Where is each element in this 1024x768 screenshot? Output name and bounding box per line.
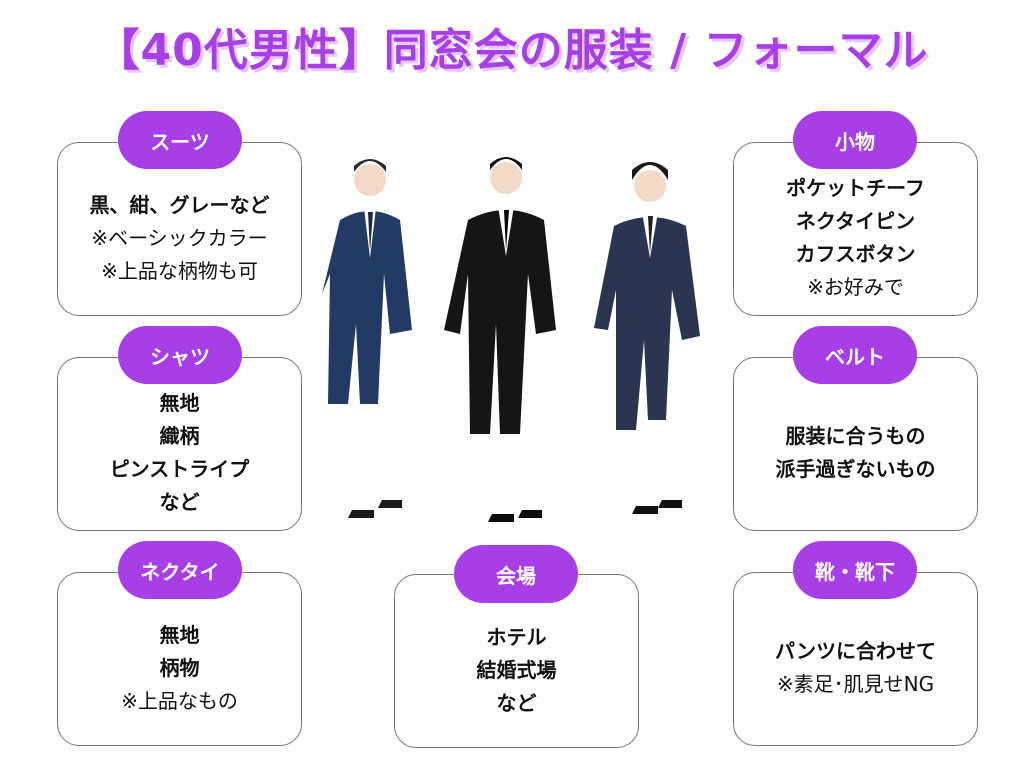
label-belt: ベルト (793, 326, 917, 384)
card-line: ネクタイピン (795, 209, 916, 233)
card-line: カフスボタン (795, 242, 916, 266)
label-accessories: 小物 (793, 111, 917, 169)
man-navy-suit (322, 159, 412, 518)
card-line: など (159, 490, 200, 514)
card-line: ピンストライプ (109, 457, 250, 481)
page-title: 【40代男性】同窓会の服装 / フォーマル (95, 25, 929, 76)
label-shirt: シャツ (118, 326, 242, 384)
card-belt: 服装に合うもの 派手過ぎないもの (733, 357, 978, 531)
card-line: ポケットチーフ (786, 176, 925, 200)
label-venue: 会場 (454, 545, 578, 603)
card-shirt: 無地 織柄 ピンストライプ など (57, 357, 302, 531)
man-dark-navy-suit (594, 162, 700, 514)
card-line: など (496, 690, 537, 715)
label-shoes: 靴・靴下 (793, 541, 917, 599)
card-suit: 黒、紺、グレーなど ※ベーシックカラー ※上品な柄物も可 (57, 142, 302, 316)
card-line: 柄物 (159, 655, 200, 680)
card-line: パンツに合わせて (775, 639, 936, 663)
label-suit: スーツ (118, 111, 242, 169)
card-line: ※上品な柄物も可 (101, 258, 258, 283)
card-line: 無地 (159, 391, 200, 415)
card-line: ホテル (486, 624, 547, 649)
suited-men-illustration (322, 157, 700, 522)
card-line: ※素足･肌見せNG (776, 672, 935, 696)
card-venue: ホテル 結婚式場 など (394, 574, 639, 748)
card-line: 織柄 (159, 424, 200, 448)
man-black-suit (444, 157, 556, 522)
card-line: 黒、紺、グレーなど (89, 192, 270, 217)
card-line: ※上品なもの (121, 688, 238, 713)
card-line: 無地 (159, 622, 200, 647)
card-line: ※ベーシックカラー (91, 225, 268, 250)
card-line: 結婚式場 (476, 657, 557, 682)
label-tie: ネクタイ (118, 541, 242, 599)
card-line: 派手過ぎないもの (775, 457, 936, 481)
card-accessories: ポケットチーフ ネクタイピン カフスボタン ※お好みで (733, 142, 978, 316)
card-tie: 無地 柄物 ※上品なもの (57, 572, 302, 746)
card-shoes: パンツに合わせて ※素足･肌見せNG (733, 572, 978, 746)
card-line: 服装に合うもの (785, 424, 926, 448)
card-line: ※お好みで (807, 275, 904, 299)
